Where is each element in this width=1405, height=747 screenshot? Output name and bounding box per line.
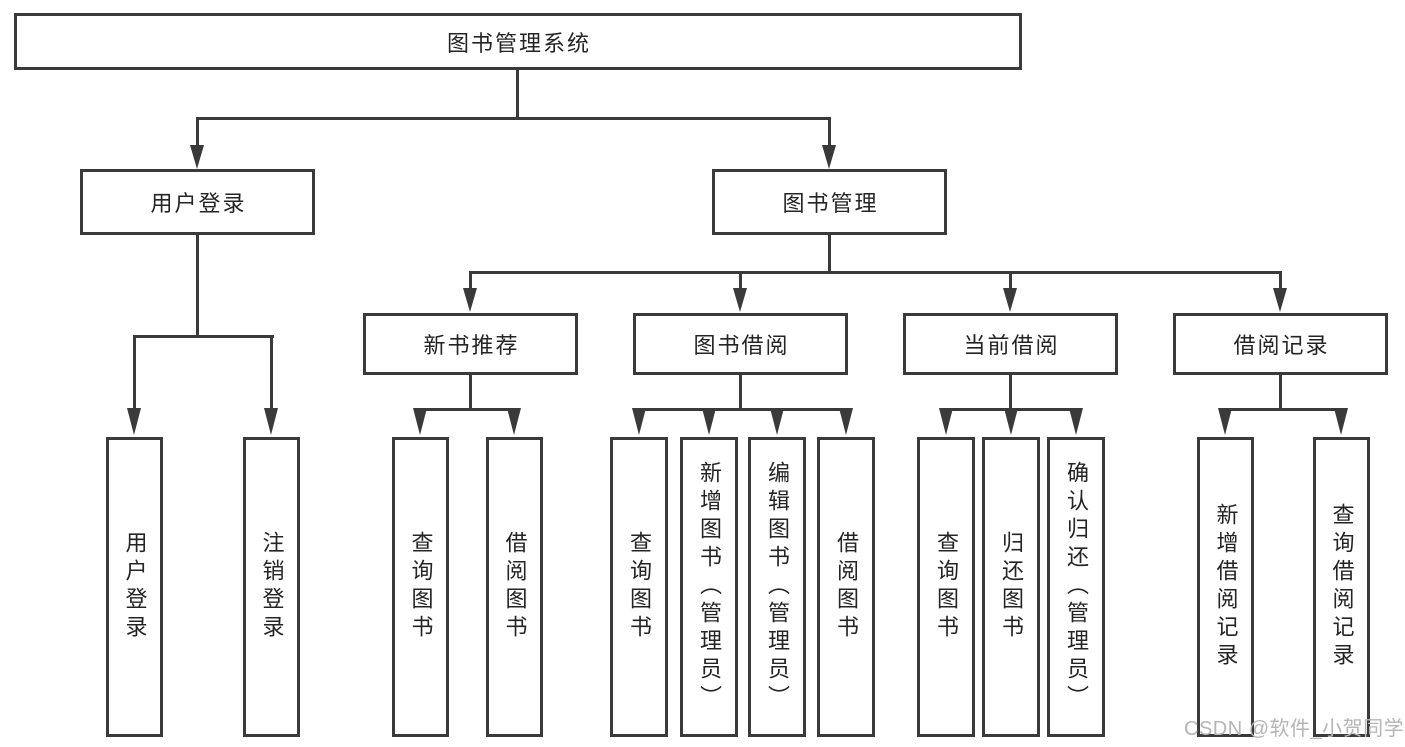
node-confirm-return-admin: 确认归还（管理员） [1047,437,1105,737]
connector-arrowhead [190,145,204,169]
node-borrow-book-recommend-label: 借阅图书 [502,531,528,643]
connector-vline [1279,271,1282,288]
connector-vline [270,335,273,408]
node-logout-action: 注销登录 [243,437,300,737]
node-add-book-admin-label: 新增图书（管理员） [697,461,722,713]
connector-vline [469,271,472,288]
node-query-borrow-record-label: 查询借阅记录 [1329,503,1355,671]
node-query-books-recommend-label: 查询图书 [408,531,434,643]
connector-vline [739,271,742,288]
connector-vline [516,70,519,117]
node-add-borrow-record-label: 新增借阅记录 [1213,503,1239,671]
connector-arrowhead [463,288,477,312]
node-edit-book-admin-label: 编辑图书（管理员） [765,461,790,713]
connector-hline [469,271,1282,274]
node-root: 图书管理系统 [14,13,1022,70]
connector-arrowhead [702,408,716,435]
connector-arrowhead [507,408,521,435]
connector-vline [133,335,136,408]
node-current-borrowing-label: 当前借阅 [963,333,1060,358]
node-borrow-book-recommend: 借阅图书 [486,437,543,737]
connector-vline [469,375,472,408]
node-edit-book-admin: 编辑图书（管理员） [748,437,806,737]
connector-arrowhead [1218,408,1232,435]
connector-vline [828,117,831,145]
node-logout-action-label: 注销登录 [259,531,285,643]
connector-arrowhead [1003,288,1017,312]
connector-hline [133,335,274,338]
node-query-books-current-label: 查询图书 [934,531,959,643]
node-borrowing-records-label: 借阅记录 [1233,333,1330,358]
node-borrowing-records: 借阅记录 [1173,313,1388,375]
connector-arrowhead [1273,288,1287,312]
connector-arrowhead [264,408,278,435]
connector-vline [739,375,742,408]
node-user-login-action: 用户登录 [106,437,163,737]
node-new-book-recommend: 新书推荐 [363,313,578,375]
node-query-books-borrowing-label: 查询图书 [627,531,652,643]
node-query-books-recommend: 查询图书 [392,437,449,737]
connector-arrowhead [822,145,836,169]
connector-hline [638,408,847,411]
node-return-book-label: 归还图书 [999,531,1024,643]
node-add-borrow-record: 新增借阅记录 [1197,437,1254,737]
connector-vline [828,235,831,271]
connector-vline [1009,375,1012,408]
connector-arrowhead [413,408,427,435]
node-confirm-return-admin-label: 确认归还（管理员） [1064,461,1089,713]
connector-arrowhead [632,408,646,435]
connector-arrowhead [770,408,784,435]
node-query-borrow-record: 查询借阅记录 [1313,437,1370,737]
connector-vline [196,235,199,335]
connector-arrowhead [127,408,141,435]
connector-vline [196,117,199,145]
connector-arrowhead [1069,408,1083,435]
node-book-management: 图书管理 [712,169,947,235]
connector-arrowhead [939,408,953,435]
node-borrow-book-label: 借阅图书 [834,531,859,643]
connector-hline [196,117,831,120]
connector-vline [1009,271,1012,288]
connector-hline [1224,408,1343,411]
node-book-borrowing: 图书借阅 [633,313,848,375]
node-return-book: 归还图书 [982,437,1040,737]
connector-arrowhead [1334,408,1348,435]
node-add-book-admin: 新增图书（管理员） [680,437,738,737]
node-user-login-label: 用户登录 [150,191,247,216]
node-query-books-borrowing: 查询图书 [610,437,668,737]
connector-arrowhead [733,288,747,312]
node-book-management-label: 图书管理 [782,191,879,216]
connector-vline [1279,375,1282,408]
node-new-book-recommend-label: 新书推荐 [423,333,520,358]
connector-hline [419,408,516,411]
csdn-watermark: CSDN @软件_小贺同学 [1184,718,1405,740]
node-book-borrowing-label: 图书借阅 [693,333,790,358]
node-current-borrowing: 当前借阅 [903,313,1118,375]
connector-arrowhead [839,408,853,435]
node-root-label: 图书管理系统 [446,30,591,56]
node-user-login: 用户登录 [80,169,315,235]
node-borrow-book: 借阅图书 [817,437,875,737]
node-user-login-action-label: 用户登录 [122,531,148,643]
connector-arrowhead [1004,408,1018,435]
node-query-books-current: 查询图书 [917,437,975,737]
